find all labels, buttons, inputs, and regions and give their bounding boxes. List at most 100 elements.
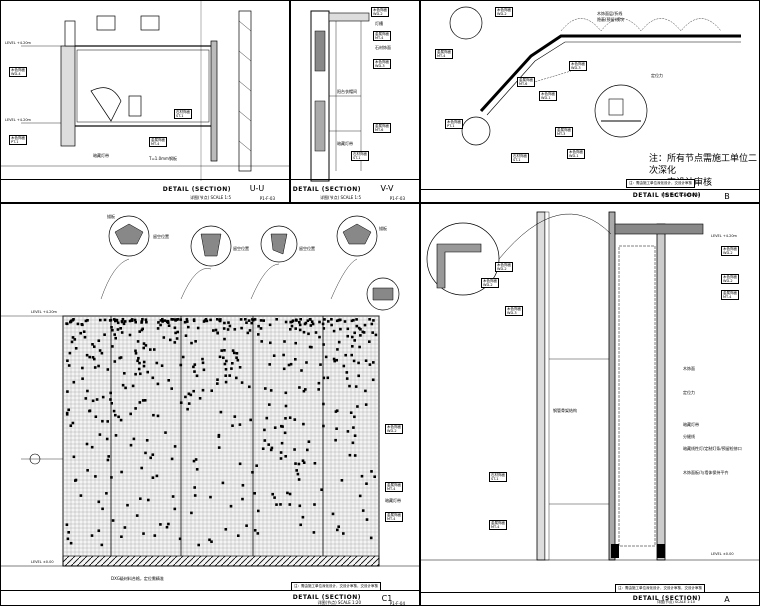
perforation-dot [161, 318, 164, 321]
perforation-dot [133, 318, 137, 322]
perforation-dot [94, 475, 97, 478]
perforation-dot [179, 401, 183, 404]
perforation-dot [327, 320, 330, 323]
perforation-dot [156, 327, 160, 330]
perforation-dot [110, 476, 113, 479]
perforation-dot [111, 345, 114, 348]
perforation-dot [346, 430, 350, 433]
perforation-dot [217, 435, 221, 438]
perforation-dot [352, 359, 356, 363]
perforation-dot [116, 328, 120, 331]
perforation-dot [101, 395, 105, 399]
perforation-dot [339, 318, 342, 322]
perforation-dot [335, 409, 339, 412]
perforation-dot [286, 491, 289, 495]
perforation-dot [164, 431, 167, 434]
perforation-dot [193, 363, 197, 366]
perforation-dot [358, 345, 361, 349]
perforation-dot [144, 318, 148, 321]
perforation-dot [140, 321, 143, 324]
perforation-dot [83, 335, 87, 339]
perforation-dot [362, 331, 366, 334]
perforation-dot [251, 471, 254, 474]
perforation-dot [255, 464, 258, 467]
perforation-dot [240, 326, 243, 330]
perforation-dot [238, 462, 242, 466]
perforation-dot [210, 389, 213, 392]
perforation-dot [238, 423, 242, 426]
perforation-dot [126, 503, 129, 507]
perforation-dot [295, 319, 298, 322]
perforation-dot [279, 503, 282, 506]
perforation-dot [159, 319, 163, 322]
perforation-dot [69, 541, 73, 545]
perforation-dot [256, 532, 260, 535]
perforation-dot [167, 324, 171, 327]
perforation-dot [106, 368, 110, 371]
perforation-dot [308, 345, 312, 349]
level-marker: LEVEL +4.20m [711, 234, 737, 238]
perforation-dot [356, 405, 359, 408]
perforation-dot [201, 361, 205, 365]
perforation-dot [151, 376, 155, 380]
annotation: 定位力 [651, 73, 663, 78]
callout-label: 留空位置 [153, 234, 169, 239]
perforation-dot [267, 443, 270, 446]
sheet-title: DETAIL (SECTION) [292, 186, 361, 193]
perforation-dot [225, 359, 228, 363]
perforation-dot [297, 478, 301, 481]
perforation-dot [318, 320, 321, 324]
perforation-dot [107, 455, 110, 458]
perforation-dot [294, 462, 297, 465]
perforation-dot [194, 458, 198, 461]
perforation-dot [198, 397, 202, 400]
perforation-dot [106, 458, 110, 462]
perforation-dot [365, 482, 368, 485]
perforation-dot [257, 324, 260, 328]
perforation-dot [72, 455, 76, 459]
perforation-dot [318, 335, 321, 339]
perforation-dot [69, 319, 73, 323]
perforation-dot [353, 339, 356, 342]
perforation-dot [216, 331, 219, 335]
perforation-dot [134, 349, 137, 353]
perforation-dot [149, 456, 152, 460]
perforation-dot [245, 524, 248, 527]
perforation-dot [351, 335, 354, 339]
perforation-dot [170, 387, 173, 390]
perforation-dot [145, 320, 148, 324]
perforation-dot [253, 529, 257, 532]
perforation-dot [79, 494, 83, 497]
title-block: DETAIL (SECTION) C1 详图(节点) SCALE 1:20 P1… [1, 590, 419, 605]
perforation-dot [322, 327, 326, 330]
perforation-dot [314, 331, 318, 334]
perforation-dot [344, 353, 347, 357]
perforation-dot [109, 318, 113, 322]
perforation-dot [173, 445, 177, 448]
annotation: 暗藏灯带 [93, 153, 109, 158]
perforation-dot [151, 476, 155, 479]
perforation-dot [216, 318, 219, 321]
perforation-dot [123, 526, 127, 529]
perforation-dot [67, 364, 71, 367]
perforation-dot [272, 354, 276, 357]
perforation-dot [216, 378, 219, 381]
perforation-dot [227, 321, 230, 324]
perforation-dot [259, 319, 263, 322]
perforation-dot [156, 382, 160, 386]
perforation-dot [223, 349, 226, 352]
perforation-dot [181, 355, 185, 359]
perforation-dot [81, 377, 84, 380]
perforation-dot [114, 413, 117, 417]
perforation-dot [159, 323, 162, 327]
perforation-dot [175, 337, 179, 340]
perforation-dot [293, 418, 297, 421]
annotation: 木饰面板/与墙体保持平齐 [683, 470, 729, 475]
perforation-dot [144, 451, 147, 455]
level-marker: LEVEL ±0.00 [31, 560, 54, 564]
perforation-dot [368, 318, 371, 321]
